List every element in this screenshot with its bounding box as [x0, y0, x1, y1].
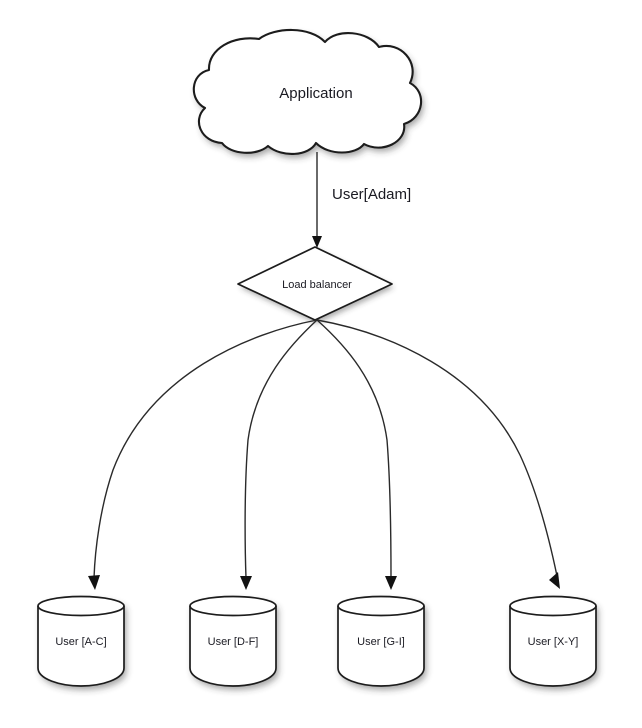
cylinder-3-body-outline — [337, 606, 425, 687]
cylinder-3-top-ellipse — [337, 595, 425, 617]
edge-curve-store-4 — [316, 319, 558, 577]
node-application[interactable]: Application — [192, 28, 423, 155]
node-datastore-4[interactable]: User [X-Y] — [509, 595, 597, 687]
node-datastore-1[interactable]: User [A-C] — [37, 595, 125, 687]
datastore-3-label: User [G-I] — [357, 636, 405, 648]
cylinder-2-top-ellipse — [189, 595, 277, 617]
cylinder-1-top-ellipse — [37, 595, 125, 617]
database-cylinder-icon — [190, 596, 276, 686]
datastore-4-label: User [X-Y] — [528, 636, 579, 648]
edge-curve-store-3 — [316, 319, 392, 579]
cloud-icon — [193, 29, 422, 154]
cloud-outline — [192, 28, 423, 155]
edge-load-balancer-to-store-2 — [240, 319, 318, 590]
database-cylinder-icon — [510, 596, 596, 686]
database-cylinder-icon — [38, 596, 124, 686]
node-datastore-3[interactable]: User [G-I] — [337, 595, 425, 687]
cylinder-2-body-outline — [189, 606, 277, 687]
arrowhead-to-load-balancer — [312, 236, 322, 248]
cylinder-4-top-ellipse — [509, 595, 597, 617]
datastore-1-label: User [A-C] — [55, 636, 106, 648]
load-balancer-label: Load balancer — [282, 279, 352, 291]
cylinder-4-body-outline — [509, 606, 597, 687]
edge-load-balancer-to-store-1 — [88, 319, 318, 590]
application-label: Application — [279, 85, 352, 102]
edge-label-user-adam: User[Adam] — [332, 186, 411, 203]
arrowhead-to-store-2 — [240, 576, 252, 590]
datastore-2-label: User [D-F] — [208, 636, 259, 648]
cylinder-1-body-outline — [37, 606, 125, 687]
edge-curve-store-1 — [93, 319, 318, 579]
arrowhead-to-store-1 — [88, 575, 100, 590]
edge-load-balancer-to-store-4 — [316, 319, 560, 589]
arrowhead-to-store-3 — [385, 576, 397, 590]
edge-application-to-load-balancer: User[Adam] — [312, 152, 411, 248]
arrowhead-to-store-4 — [549, 572, 560, 589]
edge-curve-store-2 — [244, 319, 318, 579]
database-cylinder-icon — [338, 596, 424, 686]
node-load-balancer[interactable]: Load balancer — [237, 246, 393, 321]
node-datastore-2[interactable]: User [D-F] — [189, 595, 277, 687]
edge-load-balancer-to-store-3 — [316, 319, 397, 590]
